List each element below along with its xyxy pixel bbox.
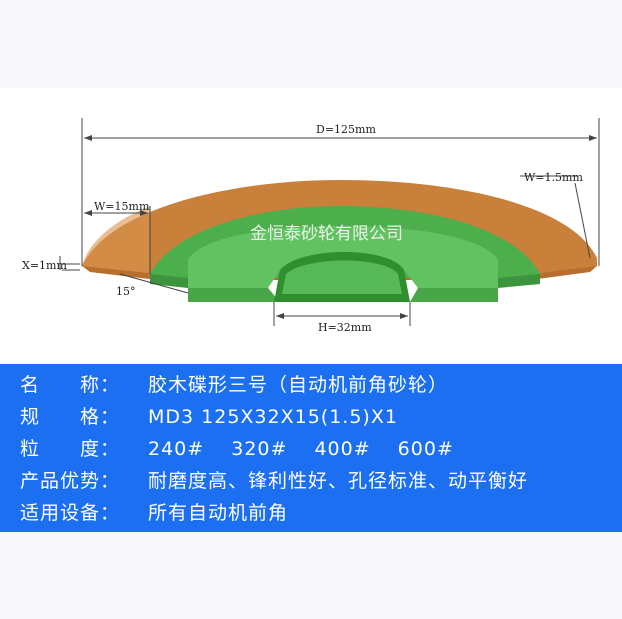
dim-edge-width: W=1.5mm: [524, 171, 583, 184]
hub-front-left: [188, 288, 280, 302]
dim-width: W=15mm: [94, 200, 150, 213]
spec-label: 适用设备：: [20, 502, 121, 524]
spec-label: 产品优势：: [20, 470, 121, 492]
spec-value: 240# 320# 400# 600#: [148, 438, 454, 460]
top-blank-area: [0, 0, 622, 88]
spec-value: MD3 125X32X15(1.5)X1: [148, 406, 398, 428]
dim-diameter: D=125mm: [316, 123, 376, 136]
spec-row-spec: 规 格： MD3 125X32X15(1.5)X1: [20, 402, 398, 432]
outer-rim-shade: [82, 206, 150, 274]
dim-bore: H=32mm: [318, 321, 372, 334]
hub-front-right: [410, 288, 498, 302]
spec-value: 所有自动机前角: [148, 502, 289, 524]
spec-value: 耐磨度高、锋利性好、孔径标准、动平衡好: [148, 470, 529, 492]
grinding-wheel-drawing: D=125mm W=15mm X=1mm 15° H=32mm W=1.5mm …: [22, 118, 600, 334]
spec-row-equipment: 适用设备： 所有自动机前角: [20, 498, 288, 528]
green-body-front-right: [498, 274, 540, 288]
spec-row-advantages: 产品优势： 耐磨度高、锋利性好、孔径标准、动平衡好: [20, 466, 528, 496]
dimension-lines: [59, 118, 600, 326]
spec-label: 粒 度：: [20, 438, 121, 460]
dim-angle: 15°: [116, 285, 136, 298]
arrow-heads: [84, 135, 597, 319]
bottom-blank-area: [0, 532, 622, 619]
spec-label: 名 称：: [20, 374, 121, 396]
spec-row-name: 名 称： 胶木碟形三号（自动机前角砂轮）: [20, 370, 448, 400]
spec-label: 规 格：: [20, 406, 121, 428]
bore-inner: [282, 260, 402, 294]
green-body-front: [150, 274, 188, 288]
spec-panel: 名 称： 胶木碟形三号（自动机前角砂轮） 规 格： MD3 125X32X15(1.…: [0, 364, 622, 532]
spec-row-grit: 粒 度： 240# 320# 400# 600#: [20, 434, 454, 464]
company-watermark: 金恒泰砂轮有限公司: [250, 224, 403, 244]
product-diagram: D=125mm W=15mm X=1mm 15° H=32mm W=1.5mm …: [0, 88, 622, 364]
spec-value: 胶木碟形三号（自动机前角砂轮）: [148, 374, 449, 396]
dim-x: X=1mm: [22, 259, 67, 272]
